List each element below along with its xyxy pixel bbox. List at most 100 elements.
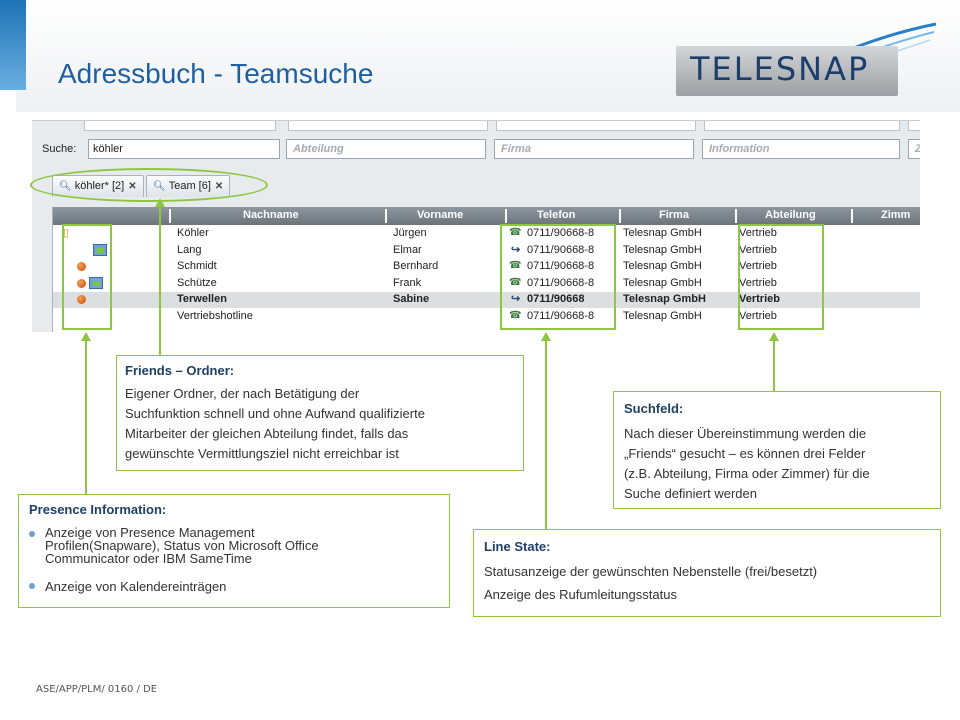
cell-vorname: Sabine: [393, 293, 430, 305]
column-separator: [169, 209, 171, 223]
calendar-icon: [89, 276, 103, 289]
cell-abteilung: Vertrieb: [739, 243, 777, 256]
callout-title: Presence Information:: [29, 502, 167, 517]
cell-telefon: 0711/90668-8: [527, 260, 595, 272]
arrow-up-icon: [541, 332, 551, 341]
table-row[interactable]: ↪ Terwellen Sabine 0711/90668 Telesnap GmbH V…: [53, 292, 920, 308]
cell-abteilung: Vertrieb: [739, 276, 777, 289]
column-abteilung[interactable]: Abteilung: [765, 209, 816, 221]
filter-zimmer[interactable]: Zi: [908, 139, 920, 159]
arrow-up-icon: [155, 198, 165, 207]
cell-telefon: 0711/90668: [527, 293, 585, 305]
phone-icon: ☎: [509, 276, 522, 288]
slide-title: Adressbuch - Teamsuche: [58, 58, 374, 89]
column-telefon[interactable]: Telefon: [537, 209, 576, 221]
cell-nachname: Terwellen: [177, 293, 227, 305]
calendar-icon: [93, 243, 107, 256]
contact-table: Nachname Vorname Telefon Firma Abteilung…: [52, 207, 920, 332]
column-vorname[interactable]: Vorname: [417, 209, 464, 221]
filter-information[interactable]: Information: [702, 139, 900, 159]
callout-line: (z.B. Abteilung, Firma oder Zimmer) für …: [624, 466, 870, 481]
bullet-icon: [29, 531, 35, 537]
bullet-icon: [29, 583, 35, 589]
column-zimmer[interactable]: Zimm: [881, 209, 911, 221]
presence-status-icon: [77, 278, 86, 288]
column-firma[interactable]: Firma: [659, 209, 689, 221]
table-row[interactable]: ▯ ☎ Köhler Jürgen 0711/90668-8 Telesnap GmbH V…: [53, 226, 920, 242]
callout-line: Eigener Ordner, der nach Betätigung der: [125, 386, 360, 401]
callout-line: Mitarbeiter der gleichen Abteilung finde…: [125, 426, 409, 441]
column-separator: [851, 209, 853, 223]
callout-title: Line State:: [484, 539, 551, 554]
list-item: Anzeige von Kalendereinträgen: [29, 578, 439, 596]
callout-line: Suchfunktion schnell und ohne Aufwand qu…: [125, 406, 425, 421]
bullet-line: Profilen(Snapware), Status von Microsoft…: [45, 538, 319, 553]
top-field: [288, 121, 488, 131]
filter-abteilung[interactable]: Abteilung: [286, 139, 486, 159]
column-separator: [385, 209, 387, 223]
phone-icon: ☎: [509, 260, 522, 271]
folder-icon: ▯: [63, 227, 70, 239]
cell-abteilung: Vertrieb: [739, 260, 777, 272]
arrow-up-icon: [81, 332, 91, 341]
bullet-line: Communicator oder IBM SameTime: [45, 551, 252, 566]
cell-abteilung: Vertrieb: [739, 293, 780, 305]
cell-telefon: 0711/90668-8: [527, 309, 595, 322]
tabs-highlight: [30, 168, 268, 202]
search-input[interactable]: köhler ▼: [88, 139, 325, 159]
cell-telefon: 0711/90668-8: [527, 243, 595, 256]
column-separator: [735, 209, 737, 223]
table-row[interactable]: ☎ Vertriebshotline 0711/90668-8 Telesnap Gm…: [53, 309, 920, 325]
department-highlight: [738, 224, 824, 330]
callout-line: Anzeige des Rufumleitungsstatus: [484, 587, 677, 602]
cell-firma: Telesnap GmbH: [623, 309, 702, 322]
cell-firma: Telesnap GmbH: [623, 260, 702, 272]
callout-line: Statusanzeige der gewünschten Nebenstell…: [484, 564, 818, 579]
search-label: Suche:: [42, 143, 77, 155]
column-nachname[interactable]: Nachname: [243, 209, 299, 221]
bullet-line: Anzeige von Presence Management: [45, 525, 255, 540]
table-header: Nachname Vorname Telefon Firma Abteilung…: [53, 207, 920, 225]
line-state-highlight: [500, 224, 616, 330]
presence-status-icon: [77, 295, 86, 304]
filter-firma[interactable]: Firma: [494, 139, 694, 159]
suchfeld-connector: [773, 340, 775, 392]
cell-nachname: Köhler: [177, 227, 209, 239]
cell-firma: Telesnap GmbH: [623, 276, 702, 289]
call-divert-icon: ↪: [511, 293, 521, 305]
cell-firma: Telesnap GmbH: [623, 243, 702, 256]
phone-icon: ☎: [509, 309, 522, 321]
phone-icon: ☎: [509, 227, 522, 238]
callout-line: gewünschte Vermittlungsziel nicht erreic…: [125, 446, 399, 461]
cell-vorname: Elmar: [393, 243, 422, 256]
callout-friends: Friends – Ordner: Eigener Ordner, der na…: [116, 355, 524, 471]
top-field: [908, 121, 920, 131]
callout-linestate: Line State: Statusanzeige der gewünschte…: [473, 529, 941, 617]
cell-firma: Telesnap GmbH: [623, 227, 702, 239]
cell-abteilung: Vertrieb: [739, 227, 777, 239]
callout-line: Nach dieser Übereinstimmung werden die: [624, 426, 867, 441]
callout-line: Suche definiert werden: [624, 486, 757, 501]
list-item: Anzeige von Presence Management Profilen…: [29, 526, 439, 578]
footer-code: ASE/APP/PLM/ 0160 / DE: [36, 684, 158, 695]
cell-nachname: Schütze: [177, 276, 217, 289]
callout-presence: Presence Information: Anzeige von Presen…: [18, 494, 450, 608]
column-separator: [505, 209, 507, 223]
logo-text: TELESNAP: [690, 50, 870, 88]
top-field: [704, 121, 900, 131]
presence-highlight: [62, 224, 112, 330]
cell-vorname: Bernhard: [393, 260, 439, 272]
cell-vorname: Jürgen: [393, 227, 427, 239]
cell-telefon: 0711/90668-8: [527, 227, 595, 239]
callout-title: Suchfeld:: [624, 401, 684, 416]
logo-plate: [676, 46, 898, 96]
cell-firma: Telesnap GmbH: [623, 293, 706, 305]
cell-nachname: Vertriebshotline: [177, 309, 253, 322]
top-field-row: [32, 121, 920, 131]
presence-connector: [85, 340, 87, 496]
friends-connector: [159, 206, 161, 356]
cell-nachname: Lang: [177, 243, 202, 256]
